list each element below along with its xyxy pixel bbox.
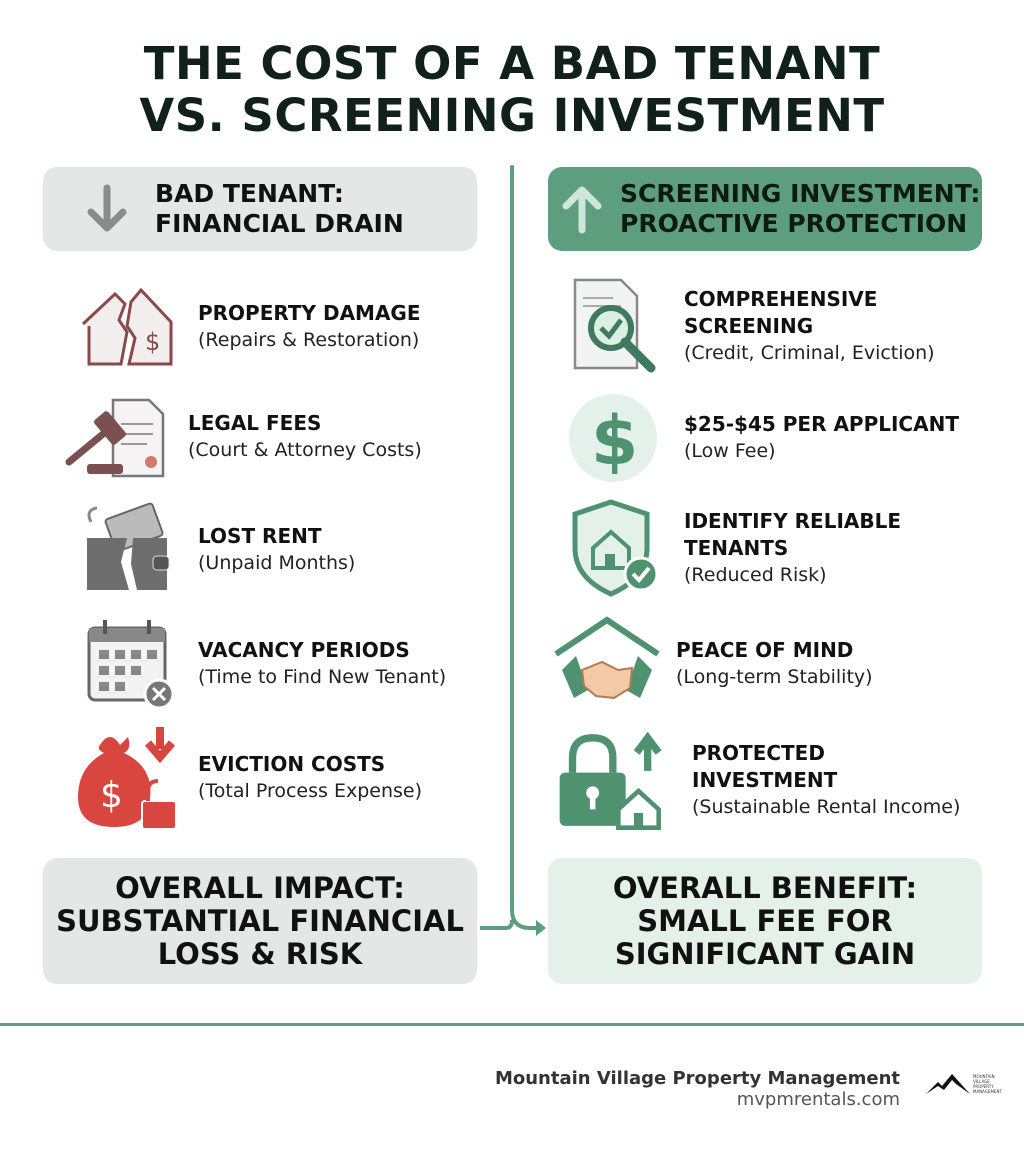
item-subtitle: (Time to Find New Tenant) [198,666,447,688]
summary-line: LOSS & RISK [157,936,363,971]
money-bag-lock-icon: $ [78,727,177,830]
list-item: LEGAL FEES (Court & Attorney Costs) [60,387,422,487]
item-subtitle: (Low Fee) [684,440,776,462]
arrow-up-icon [562,186,602,234]
item-title: VACANCY PERIODS [198,638,410,662]
title-line-1: THE COST OF A BAD TENANT [143,37,881,90]
summary-line: SMALL FEE FOR [637,903,893,938]
list-item: $ $25-$45 PER APPLICANT (Low Fee) [556,388,959,488]
bad-tenant-header: BAD TENANT:FINANCIAL DRAIN [43,167,477,251]
item-subtitle: (Reduced Risk) [684,563,827,586]
document-magnifier-icon [573,278,656,373]
company-logo: MOUNTAIN VILLAGE PROPERTY MANAGEMENT [926,1072,1003,1096]
handshake-roof-icon [554,616,660,700]
item-subtitle: (Unpaid Months) [198,552,356,574]
list-item: PEACE OF MIND (Long-term Stability) [552,614,873,714]
list-item: $ EVICTION COSTS (Total Process Expense) [70,727,422,830]
item-subtitle: (Credit, Criminal, Eviction) [684,341,935,364]
shield-house-check-icon [572,499,659,597]
gavel-document-icon [65,398,164,478]
list-item: $ PROPERTY DAMAGE (Repairs & Restoration) [70,277,421,377]
flow-arrow-icon [480,880,546,936]
list-item: VACANCY PERIODS (Time to Find New Tenant) [70,614,446,714]
lock-house-arrow-icon [559,731,662,830]
broken-wallet-icon [87,502,170,590]
footer: Mountain Village Property Management mvp… [495,1068,900,1110]
item-title: LEGAL FEES [188,411,322,435]
item-title: PROPERTY DAMAGE [198,301,421,325]
center-divider [510,165,514,895]
item-subtitle: (Long-term Stability) [676,666,873,688]
dollar-icon: $ [569,394,657,482]
screening-header: SCREENING INVESTMENT:PROACTIVE PROTECTIO… [548,167,982,251]
footer-divider [0,1023,1024,1026]
header-line: SCREENING INVESTMENT: [620,179,981,208]
item-subtitle: (Court & Attorney Costs) [188,439,422,461]
header-line: FINANCIAL DRAIN [155,209,404,238]
item-subtitle: (Sustainable Rental Income) [692,795,961,818]
item-title: IDENTIFY RELIABLE TENANTS [684,508,902,560]
item-subtitle: (Repairs & Restoration) [198,329,420,351]
website-link[interactable]: mvpmrentals.com [736,1089,900,1110]
mountain-logo-icon [926,1074,970,1094]
item-title: COMPREHENSIVE SCREENING [684,286,878,338]
svg-text:$: $ [100,775,123,816]
list-item: IDENTIFY RELIABLE TENANTS (Reduced Risk) [556,498,904,598]
svg-text:$: $ [591,402,638,481]
summary-line: OVERALL BENEFIT: [612,870,918,905]
summary-line: SIGNIFICANT GAIN [614,936,916,971]
company-name: Mountain Village Property Management [494,1068,900,1089]
logo-text: MOUNTAIN VILLAGE PROPERTY MANAGEMENT [973,1074,1002,1094]
broken-house-icon: $ [81,287,173,366]
item-subtitle: (Total Process Expense) [198,780,422,802]
header-line: PROACTIVE PROTECTION [620,209,968,238]
arrow-down-icon [87,184,127,232]
item-title: $25-$45 PER APPLICANT [684,412,959,436]
title-line-2: VS. SCREENING INVESTMENT [139,89,885,142]
item-title: PROTECTED INVESTMENT [692,740,838,792]
item-title: PEACE OF MIND [676,638,854,662]
list-item: LOST RENT (Unpaid Months) [70,500,355,600]
svg-text:$: $ [145,328,160,356]
page-title: THE COST OF A BAD TENANT VS. SCREENING I… [0,38,1024,142]
header-line: BAD TENANT: [155,179,344,208]
list-item: COMPREHENSIVE SCREENING (Credit, Criminal… [556,276,935,376]
item-title: EVICTION COSTS [198,752,386,776]
summary-line: SUBSTANTIAL FINANCIAL [56,903,464,938]
calendar-x-icon [87,620,175,710]
summary-line: OVERALL IMPACT: [115,870,405,905]
item-title: LOST RENT [198,524,322,548]
list-item: PROTECTED INVESTMENT (Sustainable Rental … [556,722,960,838]
